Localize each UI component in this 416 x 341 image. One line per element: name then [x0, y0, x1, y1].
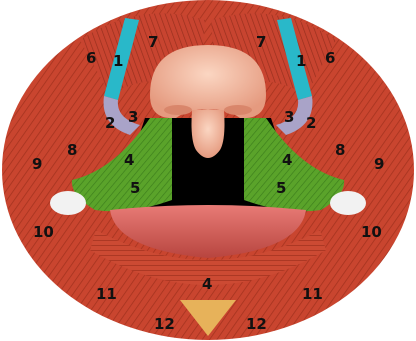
label-10-right: 10	[361, 223, 382, 241]
label-10-left: 10	[33, 223, 54, 241]
label-4-bottom: 4	[202, 275, 212, 293]
label-7-right: 7	[256, 33, 266, 51]
label-11-left: 11	[96, 285, 117, 303]
label-12-right: 12	[246, 315, 267, 333]
nostril-right	[224, 105, 252, 115]
label-7-left: 7	[148, 33, 158, 51]
label-11-right: 11	[302, 285, 323, 303]
label-8-left: 8	[67, 141, 77, 159]
label-2-left: 2	[105, 114, 115, 132]
modiolus-right	[330, 191, 366, 215]
label-9-right: 9	[374, 155, 384, 173]
label-6-left: 6	[86, 49, 96, 67]
modiolus-left	[50, 191, 86, 215]
label-8-right: 8	[335, 141, 345, 159]
label-1-right: 1	[296, 52, 306, 70]
label-2-right: 2	[306, 114, 316, 132]
label-5-right: 5	[276, 179, 286, 197]
nostril-left	[164, 105, 192, 115]
label-3-left: 3	[128, 108, 138, 126]
label-9-left: 9	[32, 155, 42, 173]
label-3-right: 3	[284, 108, 294, 126]
label-12-left: 12	[154, 315, 175, 333]
label-4-left: 4	[124, 151, 134, 169]
label-1-left: 1	[113, 52, 123, 70]
label-6-right: 6	[325, 49, 335, 67]
label-4-right: 4	[282, 151, 292, 169]
label-5-left: 5	[130, 179, 140, 197]
